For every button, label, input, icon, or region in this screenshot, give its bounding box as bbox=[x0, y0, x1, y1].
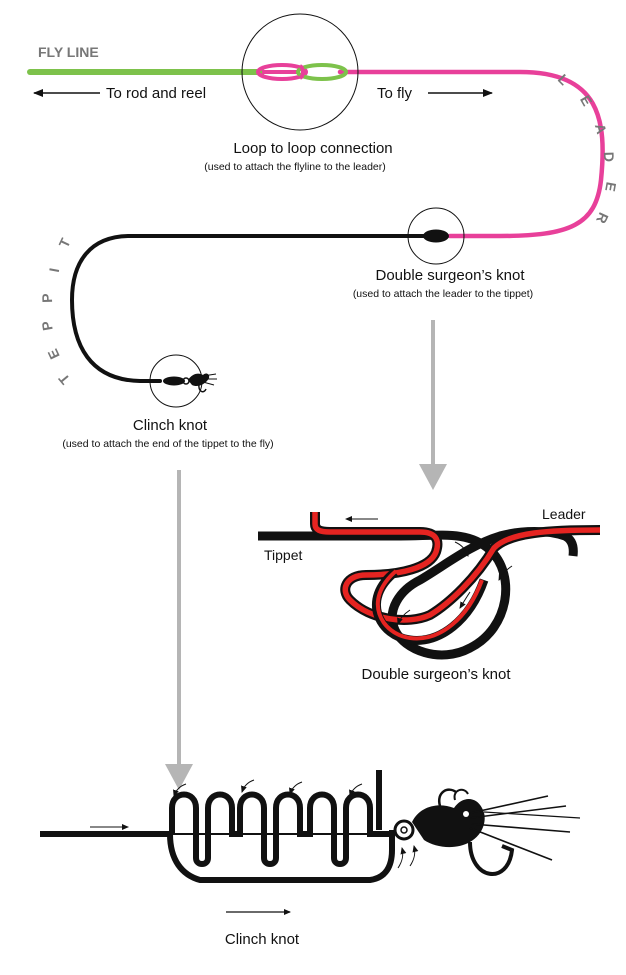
to-fly-label: To fly bbox=[377, 85, 413, 102]
detail-leader-label: Leader bbox=[542, 506, 586, 522]
clinch-knot-detail: Clinch knot bbox=[40, 770, 581, 948]
leaderLetters-letter: A bbox=[592, 122, 610, 136]
leader-line bbox=[337, 69, 605, 239]
leaderLetters-letter: R bbox=[593, 210, 612, 226]
leaderLetters-letter: D bbox=[601, 151, 617, 162]
clinch-detail-caption: Clinch knot bbox=[225, 931, 300, 948]
loop-to-loop-connection bbox=[241, 13, 359, 131]
surgeon-pointer-arrowhead bbox=[419, 464, 447, 490]
loop-title: Loop to loop connection bbox=[233, 140, 392, 157]
overview: FLY LINE To rod and reel To fly Loop to … bbox=[27, 13, 620, 450]
tippetLetters-letter: P bbox=[39, 293, 55, 303]
tippetLetters-letter: I bbox=[46, 267, 62, 274]
clinch-subtitle: (used to attach the end of the tippet to… bbox=[62, 438, 273, 450]
surgeon-title: Double surgeon’s knot bbox=[376, 267, 526, 284]
tippetLetters-letter: T bbox=[55, 370, 73, 387]
fly-large-icon bbox=[412, 788, 581, 876]
surgeon-knot-detail: Tippet Leader Double surgeon’s knot bbox=[258, 506, 601, 683]
to-rod-label: To rod and reel bbox=[106, 85, 206, 102]
clinch-pointer-arrowhead bbox=[165, 764, 193, 790]
fly-line-label: FLY LINE bbox=[38, 44, 99, 60]
leaderLetters-letter: E bbox=[602, 181, 619, 193]
loop-subtitle: (used to attach the flyline to the leade… bbox=[204, 161, 386, 173]
surgeon-detail-caption: Double surgeon’s knot bbox=[362, 666, 512, 683]
tippetLetters-letter: E bbox=[44, 346, 62, 361]
clinch-title: Clinch knot bbox=[133, 417, 208, 434]
fly-small-icon bbox=[188, 373, 217, 393]
gray-pointer-arrows bbox=[165, 320, 447, 790]
tippetLetters-letter: P bbox=[38, 320, 55, 332]
tippet-line bbox=[69, 234, 432, 383]
tippetLetters-letter: T bbox=[55, 235, 73, 250]
surgeon-subtitle: (used to attach the leader to the tippet… bbox=[353, 288, 533, 300]
detail-tippet-label: Tippet bbox=[264, 547, 303, 563]
loop-connection-circle bbox=[241, 13, 359, 131]
surgeon-knot-marker bbox=[407, 207, 465, 265]
